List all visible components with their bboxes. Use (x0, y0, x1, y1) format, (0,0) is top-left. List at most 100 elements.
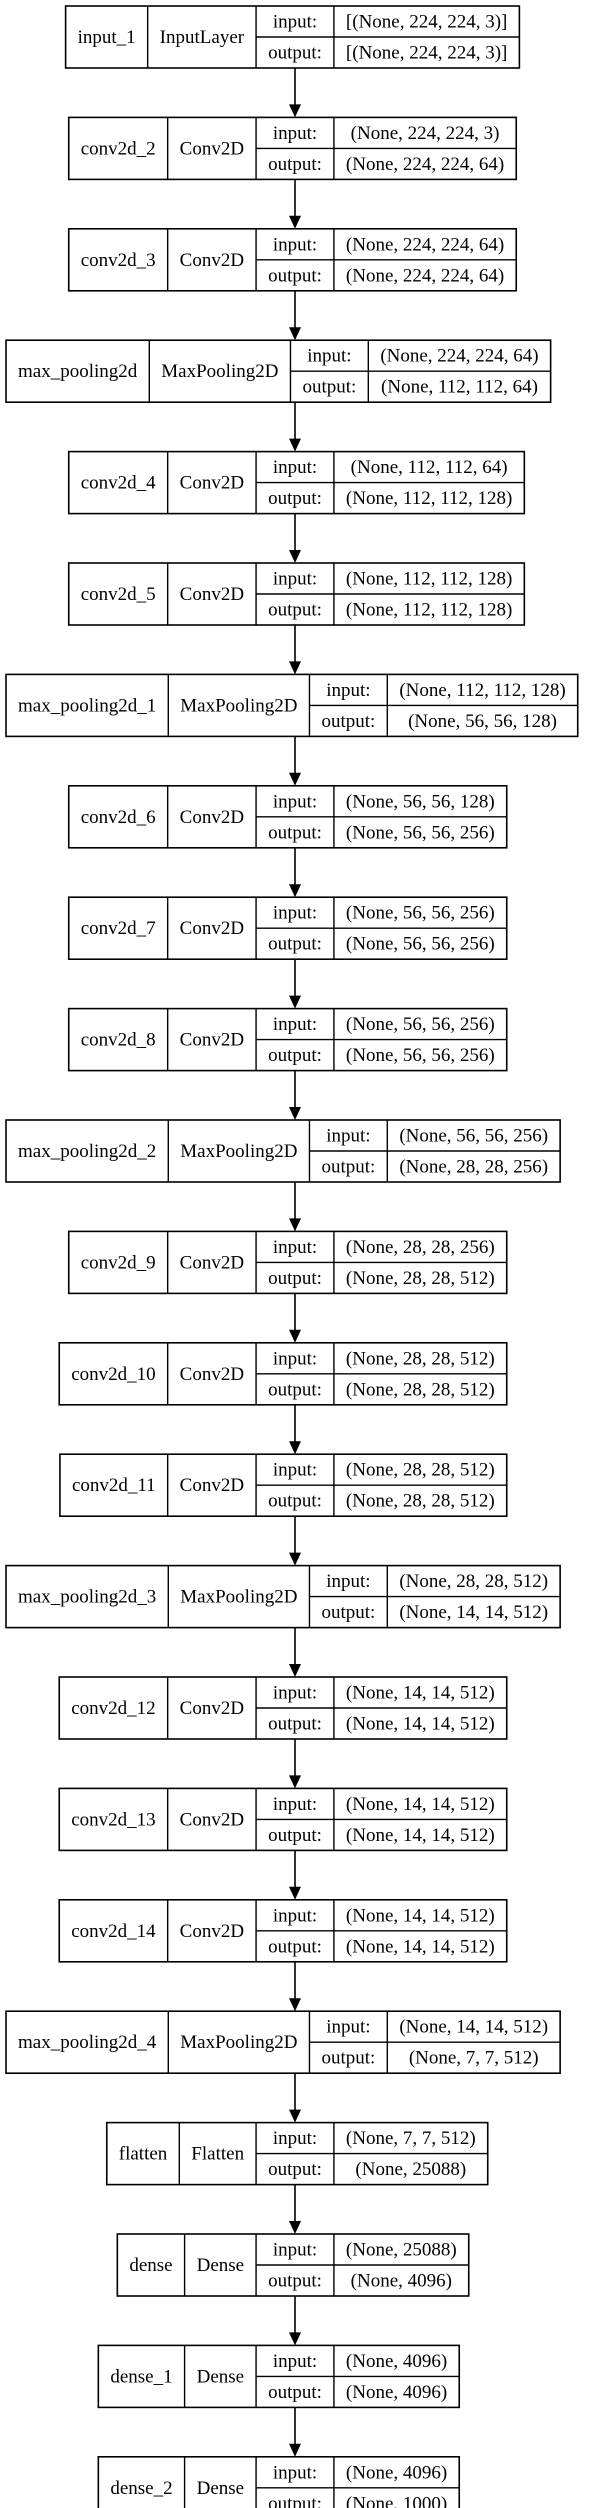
output-shape: (None, 28, 28, 512) (346, 1268, 495, 1289)
layer-type: MaxPooling2D (180, 2032, 297, 2053)
input-label: input: (273, 1460, 317, 1481)
layer-name: max_pooling2d_2 (18, 1141, 156, 1162)
layer-type: Dense (197, 2366, 244, 2387)
arrowhead-icon (289, 438, 301, 452)
edge-arrow (289, 736, 301, 786)
output-label: output: (268, 822, 322, 843)
edge-arrow (289, 847, 301, 898)
input-shape: (None, 25088) (346, 2240, 457, 2261)
layer-name: max_pooling2d_1 (18, 695, 156, 716)
layer-name: conv2d_14 (71, 1921, 156, 1942)
layer-name: conv2d_10 (71, 1364, 155, 1385)
output-shape: (None, 14, 14, 512) (346, 1825, 495, 1846)
input-label: input: (273, 2351, 317, 2372)
output-shape: (None, 112, 112, 128) (346, 488, 512, 509)
output-label: output: (268, 488, 322, 509)
input-label: input: (273, 1905, 317, 1926)
input-shape: (None, 112, 112, 64) (351, 457, 508, 478)
layer-type: MaxPooling2D (180, 695, 297, 716)
arrowhead-icon (289, 327, 301, 341)
output-label: output: (268, 1491, 322, 1512)
input-label: input: (273, 791, 317, 812)
layer-nodes: input_1 InputLayer input: output: [(None, 22… (5, 5, 579, 2508)
output-label: output: (321, 1157, 375, 1178)
input-label: input: (273, 12, 317, 33)
output-shape: (None, 4096) (346, 2382, 447, 2403)
layer-type: Conv2D (180, 918, 244, 939)
arrowhead-icon (289, 1218, 301, 1232)
output-label: output: (268, 1045, 322, 1066)
input-shape: (None, 14, 14, 512) (346, 1905, 495, 1926)
input-shape: (None, 14, 14, 512) (346, 1683, 495, 1704)
output-shape: (None, 112, 112, 64) (381, 377, 538, 398)
arrowhead-icon (289, 884, 301, 898)
layer-name: max_pooling2d_4 (18, 2032, 157, 2053)
output-label: output: (268, 154, 322, 175)
output-shape: (None, 1000) (346, 2493, 447, 2508)
input-shape: (None, 56, 56, 128) (346, 791, 495, 812)
input-label: input: (273, 234, 317, 255)
input-label: input: (273, 1683, 317, 1704)
output-label: output: (268, 1714, 322, 1735)
input-shape: (None, 56, 56, 256) (399, 1126, 548, 1147)
edges (289, 68, 301, 2457)
output-shape: [(None, 224, 224, 3)] (346, 43, 507, 64)
arrowhead-icon (289, 2332, 301, 2346)
input-shape: (None, 14, 14, 512) (399, 2017, 548, 2038)
layer-node: max_pooling2d_1 MaxPooling2D input: output:… (5, 673, 579, 738)
output-shape: (None, 14, 14, 512) (399, 1602, 548, 1623)
output-shape: (None, 28, 28, 512) (346, 1491, 495, 1512)
edge-arrow (289, 2296, 301, 2346)
arrowhead-icon (289, 2443, 301, 2457)
edge-arrow (289, 1850, 301, 1900)
input-label: input: (273, 2240, 317, 2261)
layer-type: Conv2D (180, 473, 244, 494)
layer-type: Conv2D (180, 1030, 244, 1051)
layer-name: conv2d_5 (81, 584, 156, 605)
edge-arrow (289, 1516, 301, 1566)
layer-name: input_1 (78, 27, 136, 48)
output-shape: (None, 224, 224, 64) (346, 154, 504, 175)
arrowhead-icon (289, 2109, 301, 2123)
input-label: input: (326, 680, 370, 701)
edge-arrow (289, 1293, 301, 1343)
output-label: output: (268, 43, 322, 64)
input-label: input: (273, 1348, 317, 1369)
layer-name: dense_2 (110, 2478, 172, 2499)
output-shape: (None, 56, 56, 256) (346, 1045, 495, 1066)
layer-type: Conv2D (180, 250, 244, 271)
layer-type: InputLayer (160, 27, 245, 48)
input-shape: (None, 224, 224, 3) (351, 123, 500, 144)
arrowhead-icon (289, 550, 301, 563)
input-label: input: (273, 903, 317, 924)
arrowhead-icon (289, 1664, 301, 1677)
input-shape: (None, 4096) (346, 2351, 447, 2372)
edge-arrow (289, 2184, 301, 2234)
input-label: input: (273, 1794, 317, 1815)
layer-type: Conv2D (180, 1252, 244, 1273)
layer-name: conv2d_11 (72, 1475, 156, 1496)
arrowhead-icon (289, 1107, 301, 1120)
output-label: output: (268, 2271, 322, 2292)
output-shape: (None, 56, 56, 256) (346, 822, 495, 843)
output-label: output: (321, 711, 375, 732)
input-shape: [(None, 224, 224, 3)] (346, 12, 507, 33)
layer-node: input_1 InputLayer input: output: [(None, 22… (64, 5, 521, 69)
input-shape: (None, 28, 28, 512) (346, 1460, 495, 1481)
input-label: input: (273, 2462, 317, 2483)
arrowhead-icon (289, 2221, 301, 2234)
